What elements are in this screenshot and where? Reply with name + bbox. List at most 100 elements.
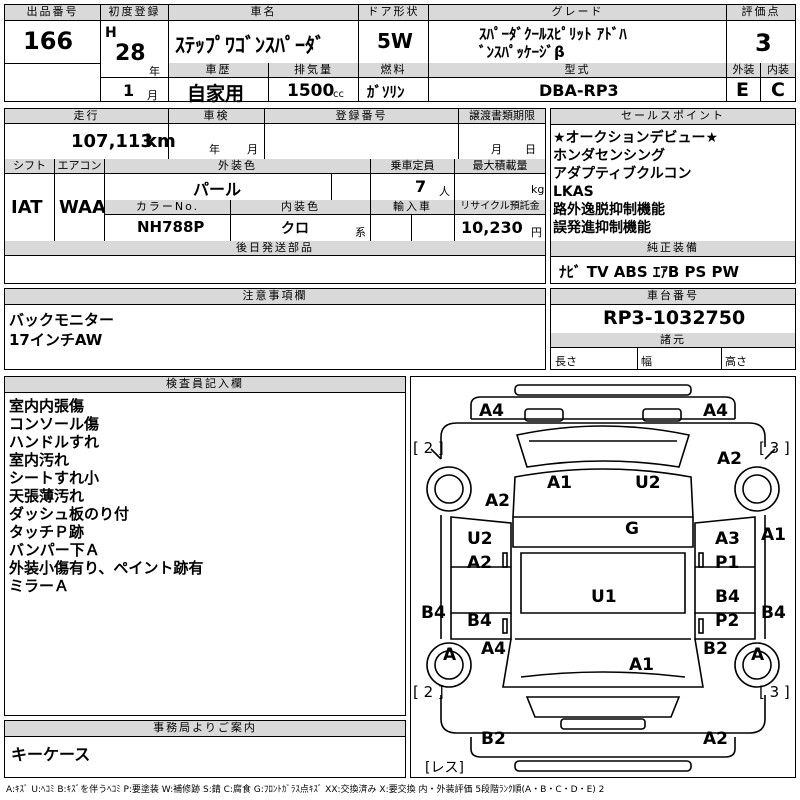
chassis-number: RP3-1032750 bbox=[603, 307, 746, 329]
sales-point-3: アダプティブクルコン bbox=[553, 166, 692, 182]
model-header: 型式 bbox=[429, 63, 726, 78]
door-cell: ドア形状 5W bbox=[359, 5, 429, 63]
inspector-line-1: 室内内張傷 bbox=[9, 397, 85, 415]
damage-label-right-rear-wheel: A bbox=[751, 645, 765, 665]
damage-label-right-rocker: B4 bbox=[761, 603, 786, 623]
recycle-header: リサイクル預託金 bbox=[455, 200, 545, 215]
vehicle-details: 走行 107,113 km 車検 年 月 登録番号 譲渡書類期限 月 日 シフト… bbox=[4, 108, 546, 284]
displacement-unit: cc bbox=[333, 89, 344, 100]
color-no-cell: カラーNo. NH788P bbox=[105, 200, 231, 241]
history-cell: 車歴 自家用 bbox=[169, 63, 269, 105]
damage-label-left-rocker: B4 bbox=[421, 603, 446, 623]
office-notes: 事務局よりご案内 キーケース bbox=[4, 720, 406, 778]
specs-header: 諸元 bbox=[551, 333, 795, 348]
car-outline bbox=[426, 384, 780, 772]
damage-label-front-right-fender: A2 bbox=[717, 449, 742, 469]
equipment-header: 純正装備 bbox=[551, 241, 795, 257]
inspector-line-3: ハンドルすれ bbox=[9, 433, 100, 451]
notes-header: 注意事項欄 bbox=[5, 289, 545, 305]
grade-line-2: ﾞﾝｽﾊﾟｯｹｰｼﾞβ bbox=[479, 43, 565, 61]
damage-label-right-rear-door-2: P2 bbox=[715, 611, 740, 631]
damage-diagram: A4 A4 [ 2 ] [ 3 ] A2 A1 U2 A2 G U2 A3 A1… bbox=[410, 376, 796, 778]
inspector-line-5: シートすれ小 bbox=[9, 469, 100, 487]
reg-year-unit: 年 bbox=[149, 65, 160, 78]
load-unit: kg bbox=[531, 183, 545, 196]
inspector-notes: 検査員記入欄 室内内張傷 コンソール傷 ハンドルすれ 室内汚れ シートすれ小 天… bbox=[4, 376, 406, 716]
damage-label-left-rear-door: B4 bbox=[467, 611, 492, 631]
interior-grade-header: 内装 bbox=[761, 63, 795, 78]
history-header: 車歴 bbox=[169, 63, 268, 78]
mileage: 107,113 bbox=[71, 131, 153, 152]
lot-number: 166 bbox=[23, 27, 74, 55]
diagram-bracket-2-rear: [ 2 ] bbox=[413, 683, 444, 701]
inspector-line-11: ミラーＡ bbox=[9, 577, 70, 595]
capacity-header: 乗車定員 bbox=[371, 159, 454, 174]
door-type: 5W bbox=[377, 29, 413, 53]
exterior-grade-cell: 外装 E bbox=[727, 63, 761, 101]
damage-label-front-right-bumper: A4 bbox=[703, 401, 728, 421]
color-no: NH788P bbox=[137, 218, 205, 236]
damage-label-left-rear-fender: A4 bbox=[481, 639, 506, 659]
first-reg-cell: 初度登録 H 28 年 1 月 bbox=[101, 5, 169, 102]
lot-cell: 出品番号 166 bbox=[5, 5, 101, 101]
era: H bbox=[105, 25, 117, 41]
damage-label-roof: U1 bbox=[591, 587, 617, 607]
score-cell: 評価点 3 bbox=[727, 5, 795, 63]
diagram-bracket-3-rear: [ 3 ] bbox=[759, 683, 790, 701]
first-reg-header: 初度登録 bbox=[101, 5, 168, 21]
score-header: 評価点 bbox=[727, 5, 795, 21]
recycle-fee: 10,230 bbox=[461, 218, 523, 237]
damage-label-front-left-fender: A2 bbox=[485, 491, 510, 511]
reg-month-unit: 月 bbox=[147, 89, 158, 102]
grade-line-1: ｽﾊﾟｰﾀﾞｸｰﾙｽﾋﾟﾘｯﾄ ｱﾄﾞﾊ bbox=[479, 25, 627, 43]
chassis-header: 車台番号 bbox=[551, 289, 795, 305]
inspector-line-9: バンパー下Ａ bbox=[9, 541, 100, 559]
sales-points-header: セールスポイント bbox=[551, 109, 795, 125]
history: 自家用 bbox=[187, 83, 245, 105]
ext-color-header: 外装色 bbox=[105, 159, 370, 174]
sales-point-1: ★オークションデビュー★ bbox=[553, 130, 719, 146]
note-2: 17インチAW bbox=[9, 331, 103, 349]
mileage-header: 走行 bbox=[5, 109, 168, 124]
transfer-month-unit: 月 bbox=[491, 143, 502, 156]
inspector-line-8: タッチＰ跡 bbox=[9, 523, 85, 541]
exterior-grade-header: 外装 bbox=[727, 63, 760, 78]
office-text: キーケース bbox=[11, 745, 91, 764]
interior-grade-cell: 内装 C bbox=[761, 63, 795, 101]
damage-label-windshield: G bbox=[625, 519, 639, 539]
later-parts-header: 後日発送部品 bbox=[5, 241, 545, 256]
door-header: ドア形状 bbox=[359, 5, 428, 21]
inspection-header: 車検 bbox=[169, 109, 264, 124]
sales-point-2: ホンダセンシング bbox=[553, 148, 665, 164]
transfer-day-unit: 日 bbox=[525, 143, 536, 156]
inspection-month-unit: 月 bbox=[247, 143, 258, 156]
inspector-line-7: ダッシュ板のり付 bbox=[9, 505, 130, 523]
transfer-header: 譲渡書類期限 bbox=[459, 109, 545, 124]
diagram-bracket-2-front: [ 2 ] bbox=[413, 439, 444, 457]
damage-label-right-front-door-1: A3 bbox=[715, 529, 740, 549]
damage-label-left-front-door-2: A2 bbox=[467, 553, 492, 573]
color-no-header: カラーNo. bbox=[105, 200, 230, 215]
equipment: ﾅﾋﾞ TV ABS ｴｱB PS PW bbox=[559, 263, 740, 281]
damage-label-right-side: A1 bbox=[761, 525, 786, 545]
displacement: 1500 bbox=[287, 81, 335, 101]
shift-cell: シフト IAT bbox=[5, 159, 55, 241]
ac-cell: エアコン WAA bbox=[55, 159, 106, 241]
sales-point-6: 誤発進抑制機能 bbox=[553, 220, 651, 236]
load-header: 最大積載量 bbox=[455, 159, 545, 174]
top-section: 出品番号 166 初度登録 H 28 年 1 月 車名 ｽﾃｯﾌﾟﾜｺﾞﾝｽﾊﾟ… bbox=[4, 4, 796, 105]
damage-label-front-left-bumper: A4 bbox=[479, 401, 504, 421]
fuel-cell: 燃料 ｶﾞｿﾘﾝ bbox=[359, 63, 429, 101]
damage-label-left-rear-wheel: A bbox=[443, 645, 457, 665]
int-color-header: 内装色 bbox=[231, 200, 370, 215]
height-label: 高さ bbox=[725, 355, 747, 368]
load-cell: 最大積載量 kg bbox=[455, 159, 545, 200]
lot-header: 出品番号 bbox=[5, 5, 100, 21]
notes: 注意事項欄 バックモニター 17インチAW bbox=[4, 288, 546, 370]
transfer-cell: 譲渡書類期限 月 日 bbox=[459, 109, 545, 159]
reg-month: 1 bbox=[123, 81, 135, 100]
inspector-line-6: 天張薄汚れ bbox=[9, 487, 85, 505]
interior-grade: C bbox=[771, 79, 785, 101]
registration-header: 登録番号 bbox=[265, 109, 458, 124]
office-header: 事務局よりご案内 bbox=[5, 721, 405, 737]
